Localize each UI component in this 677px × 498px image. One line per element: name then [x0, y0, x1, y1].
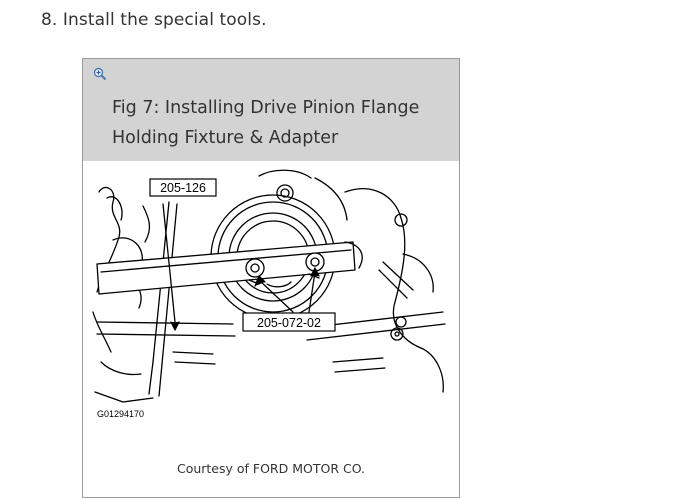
- figure-header: Fig 7: Installing Drive Pinion Flange Ho…: [83, 59, 459, 161]
- figure-panel: Fig 7: Installing Drive Pinion Flange Ho…: [82, 58, 460, 498]
- figure-title: Fig 7: Installing Drive Pinion Flange Ho…: [112, 93, 452, 153]
- step-instruction: 8. Install the special tools.: [41, 10, 267, 30]
- figure-title-line-2: Holding Fixture & Adapter: [112, 128, 339, 148]
- figure-title-line-1: Fig 7: Installing Drive Pinion Flange: [112, 98, 420, 118]
- zoom-in-icon[interactable]: [93, 67, 107, 81]
- courtesy-caption: Courtesy of FORD MOTOR CO.: [176, 461, 366, 476]
- callout-205-072-02: 205-072-02: [257, 316, 321, 330]
- technical-drawing[interactable]: 205-126 205-072-02: [83, 162, 459, 422]
- callout-205-126: 205-126: [160, 181, 206, 195]
- image-code: G01294170: [97, 409, 145, 419]
